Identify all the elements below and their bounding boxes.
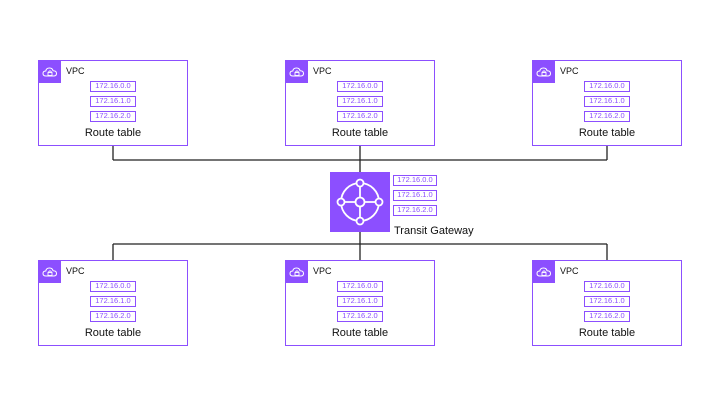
route-entry: 172.16.1.0	[584, 96, 630, 107]
route-entry: 172.16.1.0	[584, 296, 630, 307]
vpc-cloud-lock-icon	[533, 61, 555, 83]
vpc-label: VPC	[313, 266, 332, 276]
route-entry: 172.16.0.0	[90, 81, 136, 92]
route-list: 172.16.0.0 172.16.1.0 172.16.2.0	[90, 281, 136, 326]
vpc-box: VPC 172.16.0.0 172.16.1.0 172.16.2.0 Rou…	[38, 60, 188, 146]
route-entry: 172.16.0.0	[90, 281, 136, 292]
vpc-cloud-lock-icon	[286, 261, 308, 283]
vpc-label: VPC	[313, 66, 332, 76]
route-entry: 172.16.1.0	[90, 296, 136, 307]
route-table-label: Route table	[578, 127, 636, 139]
route-entry: 172.16.2.0	[584, 111, 630, 122]
vpc-box: VPC 172.16.0.0 172.16.1.0 172.16.2.0 Rou…	[285, 60, 435, 146]
route-entry: 172.16.2.0	[337, 311, 383, 322]
vpc-cloud-lock-icon	[286, 61, 308, 83]
vpc-cloud-lock-icon	[533, 261, 555, 283]
vpc-label: VPC	[66, 266, 85, 276]
vpc-box: VPC 172.16.0.0 172.16.1.0 172.16.2.0 Rou…	[532, 260, 682, 346]
route-entry: 172.16.2.0	[90, 311, 136, 322]
route-table-label: Route table	[331, 127, 389, 139]
vpc-cloud-lock-icon	[39, 261, 61, 283]
route-entry: 172.16.0.0	[584, 81, 630, 92]
route-list: 172.16.0.0 172.16.1.0 172.16.2.0	[90, 81, 136, 126]
route-entry: 172.16.1.0	[337, 296, 383, 307]
route-table-label: Route table	[331, 327, 389, 339]
route-entry: 172.16.1.0	[90, 96, 136, 107]
route-table-label: Route table	[84, 327, 142, 339]
route-entry: 172.16.2.0	[337, 111, 383, 122]
vpc-label: VPC	[560, 66, 579, 76]
route-entry: 172.16.0.0	[337, 281, 383, 292]
vpc-box: VPC 172.16.0.0 172.16.1.0 172.16.2.0 Rou…	[285, 260, 435, 346]
route-entry: 172.16.0.0	[393, 175, 437, 186]
transit-gateway-icon	[330, 172, 390, 232]
route-table-label: Route table	[578, 327, 636, 339]
route-entry: 172.16.0.0	[337, 81, 383, 92]
transit-gateway-label: Transit Gateway	[394, 225, 474, 237]
route-entry: 172.16.2.0	[90, 111, 136, 122]
route-entry: 172.16.0.0	[584, 281, 630, 292]
vpc-cloud-lock-icon	[39, 61, 61, 83]
route-table-label: Route table	[84, 127, 142, 139]
route-entry: 172.16.1.0	[393, 190, 437, 201]
vpc-box: VPC 172.16.0.0 172.16.1.0 172.16.2.0 Rou…	[38, 260, 188, 346]
route-entry: 172.16.2.0	[393, 205, 437, 216]
route-list: 172.16.0.0 172.16.1.0 172.16.2.0	[584, 281, 630, 326]
route-list: 172.16.0.0 172.16.1.0 172.16.2.0	[337, 281, 383, 326]
vpc-label: VPC	[560, 266, 579, 276]
tgw-route-list: 172.16.0.0 172.16.1.0 172.16.2.0	[393, 175, 437, 220]
route-list: 172.16.0.0 172.16.1.0 172.16.2.0	[584, 81, 630, 126]
vpc-box: VPC 172.16.0.0 172.16.1.0 172.16.2.0 Rou…	[532, 60, 682, 146]
route-list: 172.16.0.0 172.16.1.0 172.16.2.0	[337, 81, 383, 126]
route-entry: 172.16.2.0	[584, 311, 630, 322]
route-entry: 172.16.1.0	[337, 96, 383, 107]
vpc-label: VPC	[66, 66, 85, 76]
